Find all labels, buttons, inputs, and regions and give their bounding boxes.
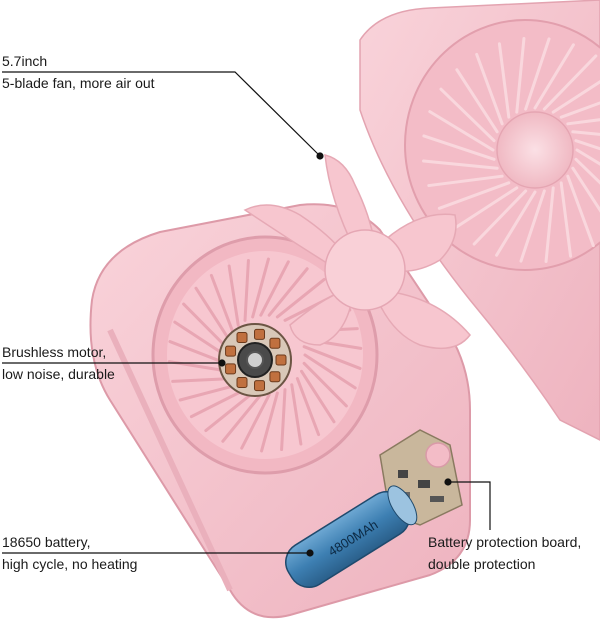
vent-slat [427, 174, 504, 188]
motor-coil [236, 377, 248, 389]
vent-slat [302, 345, 362, 370]
vent-slat [194, 286, 230, 341]
vent-slat [559, 101, 600, 119]
fan-leader-dot [316, 152, 324, 160]
motor-callout-line1: Brushless motor, [2, 344, 107, 360]
vent-slat [204, 391, 255, 433]
fan-leader-line [2, 71, 321, 157]
motor-coil [269, 371, 281, 383]
vent-slat [300, 369, 336, 424]
vent-slat [575, 148, 600, 166]
vent-slat [275, 277, 326, 319]
motor [218, 323, 292, 397]
vent-slat [495, 190, 537, 257]
vent-slat [240, 393, 271, 450]
vent-slat [173, 320, 227, 357]
vent-slat [571, 166, 600, 213]
fan-callout: 5.7inch 5-blade fan, more air out [2, 50, 155, 94]
vent-slat [566, 174, 595, 248]
vent-slat [439, 87, 496, 143]
vent-slat [544, 186, 555, 263]
vent-slat [295, 377, 321, 437]
fan-blades [243, 154, 471, 350]
motor-coil [225, 345, 237, 357]
fan-callout-line2: 5-blade fan, more air out [2, 75, 155, 91]
vent-slat [259, 260, 290, 317]
vent-slat [168, 340, 228, 365]
board-callout-line1: Battery protection board, [428, 534, 582, 550]
motor-coil [254, 380, 266, 392]
leader-lines [2, 71, 491, 557]
battery-callout: 18650 battery, high cycle, no heating [2, 531, 137, 575]
vent-slat [251, 257, 270, 319]
vent-slat [566, 118, 600, 126]
battery-callout-line2: high cycle, no heating [2, 556, 138, 572]
vent-slat [260, 391, 279, 453]
vent-slat [571, 130, 600, 136]
vent-slat [515, 37, 526, 114]
vent-slat [171, 377, 235, 383]
back-cover [359, 0, 600, 441]
vent-slat [227, 264, 240, 327]
vent-slat [182, 302, 228, 349]
battery-callout-line1: 18650 battery, [2, 534, 91, 550]
vent-slat [497, 42, 511, 119]
board-callout-line2: double protection [428, 556, 536, 572]
vent-slat [267, 267, 309, 317]
battery-leader-dot [306, 549, 314, 557]
vent-slat [302, 361, 348, 408]
vent-slat [422, 159, 499, 170]
vent-slat [475, 52, 504, 126]
vent-slat [437, 181, 511, 210]
vent-slat [243, 258, 250, 322]
vent-slat [519, 189, 546, 263]
vent-slat [453, 186, 519, 230]
vent-slat [280, 388, 287, 452]
board-leader-dot [444, 478, 452, 486]
vent-slat [574, 157, 600, 185]
motor-coil [254, 328, 266, 340]
battery: 4800MAh [285, 485, 418, 588]
vent-slat [533, 43, 575, 110]
vent-slat [559, 181, 573, 258]
vent-slat [524, 37, 551, 111]
vent-slat [472, 189, 528, 246]
vent-slat [303, 353, 357, 390]
motor-callout: Brushless motor, low noise, durable [2, 341, 115, 385]
board-leader-line [448, 481, 491, 530]
motor-coil [275, 354, 287, 366]
fan-callout-line1: 5.7inch [2, 53, 48, 69]
motor-leader-dot [218, 359, 226, 367]
motor-coil [236, 331, 248, 343]
vent-slat [422, 134, 496, 161]
vent-slat [551, 79, 600, 114]
vent-slat [290, 383, 303, 446]
board-callout: Battery protection board, double protect… [428, 531, 581, 575]
vent-slat [178, 383, 240, 402]
motor-coil [269, 337, 281, 349]
vent-slat [189, 388, 247, 419]
motor-coil [225, 363, 237, 375]
vent-slat [542, 54, 598, 111]
vent-slat [221, 393, 263, 443]
vent-slat [428, 110, 495, 152]
vent-slat [574, 139, 600, 151]
vent-slat [455, 68, 499, 134]
vent-slat [209, 273, 235, 333]
motor-callout-line2: low noise, durable [2, 366, 115, 382]
